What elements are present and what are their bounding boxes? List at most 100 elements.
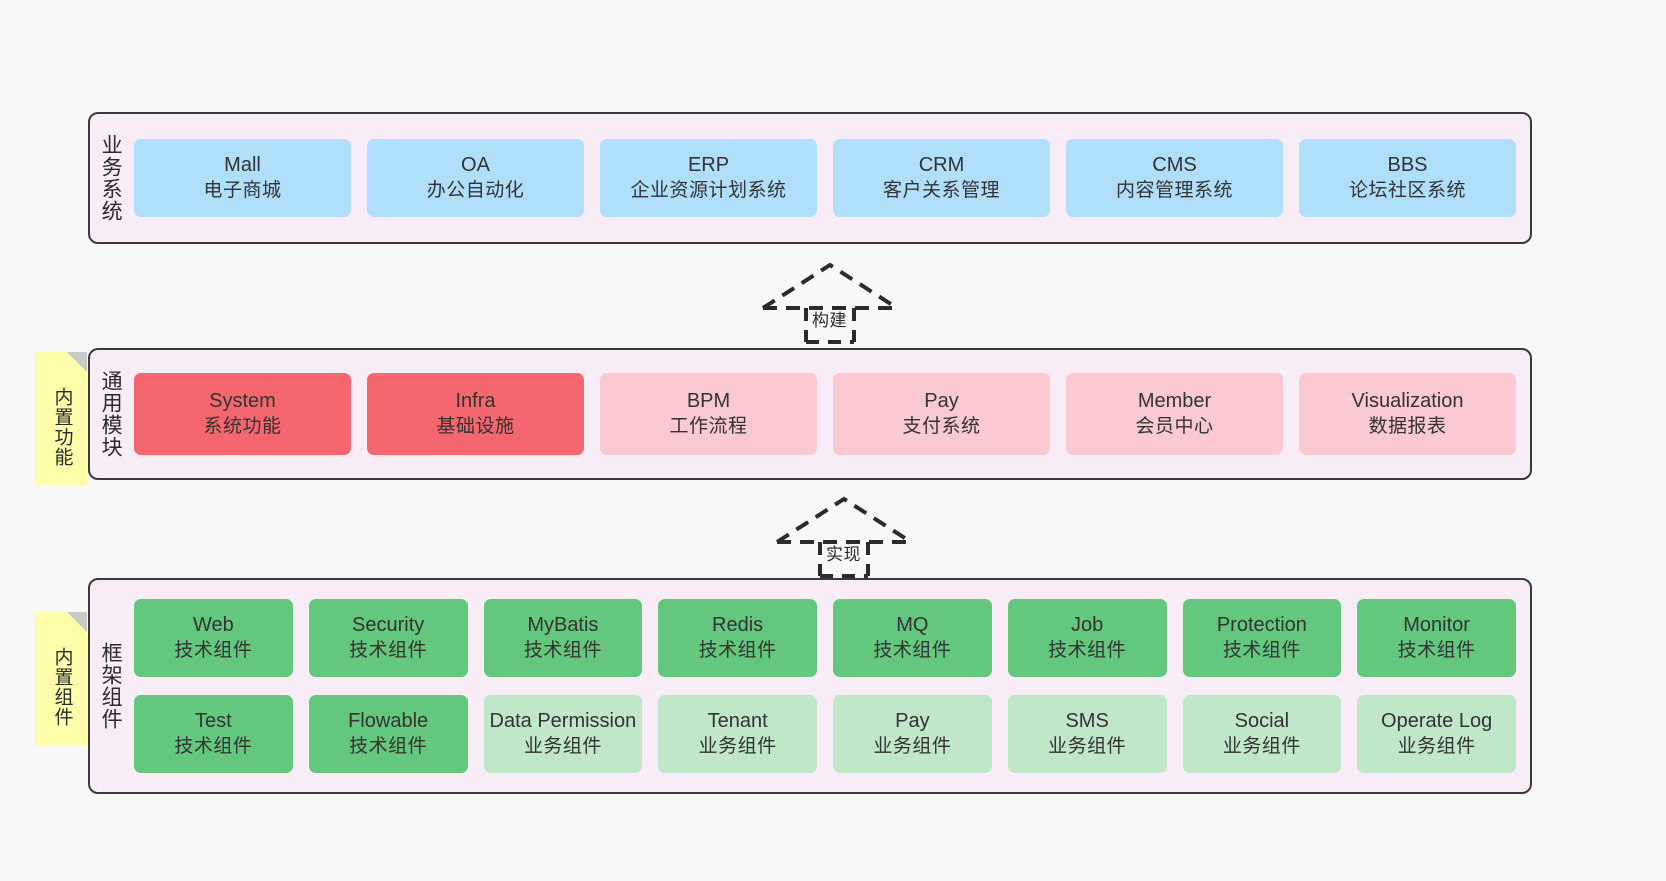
node-title-en: Security	[352, 614, 425, 637]
node-title-en: BBS	[1387, 154, 1428, 177]
node-operate-log[interactable]: Operate Log 业务组件	[1357, 695, 1516, 773]
node-row: Test 技术组件 Flowable 技术组件 Data Permission …	[134, 695, 1516, 773]
layer-body-business-system: Mall 电子商城 OA 办公自动化 ERP 企业资源计划系统 CRM 客户关系…	[130, 114, 1530, 242]
note-fold-corner-icon	[67, 352, 87, 372]
node-title-en: Data Permission	[489, 710, 637, 733]
node-redis[interactable]: Redis 技术组件	[658, 599, 817, 677]
node-social[interactable]: Social 业务组件	[1182, 695, 1342, 773]
node-tenant[interactable]: Tenant 业务组件	[658, 695, 817, 773]
node-flowable[interactable]: Flowable 技术组件	[308, 695, 468, 773]
node-title-en: BPM	[686, 390, 731, 413]
node-title-en: Flowable	[348, 710, 429, 733]
node-bbs[interactable]: BBS 论坛社区系统	[1299, 139, 1516, 217]
node-title-en: Tenant	[707, 710, 768, 733]
node-oa[interactable]: OA 办公自动化	[367, 139, 584, 217]
node-monitor[interactable]: Monitor 技术组件	[1357, 599, 1516, 677]
node-title-en: MyBatis	[527, 614, 599, 637]
layer-body-framework-component: Web 技术组件 Security 技术组件 MyBatis 技术组件 Redi…	[130, 580, 1530, 792]
node-title-cn: 技术组件	[174, 639, 253, 661]
node-title-en: ERP	[687, 154, 730, 177]
node-title-en: Pay	[924, 390, 959, 413]
node-mall[interactable]: Mall 电子商城	[134, 139, 351, 217]
layer-framework-component: 框架组件 Web 技术组件 Security 技术组件 MyBatis 技术组件…	[88, 578, 1532, 794]
node-mq[interactable]: MQ 技术组件	[833, 599, 992, 677]
node-title-en: Member	[1137, 390, 1212, 413]
node-protection[interactable]: Protection 技术组件	[1182, 599, 1342, 677]
node-title-cn: 技术组件	[1397, 639, 1476, 661]
node-title-cn: 基础设施	[436, 415, 515, 437]
node-title-cn: 内容管理系统	[1115, 179, 1233, 201]
note-label: 内置组件	[51, 647, 73, 727]
node-title-cn: 技术组件	[873, 639, 952, 661]
node-title-cn: 业务组件	[1397, 735, 1476, 757]
node-pay-component[interactable]: Pay 业务组件	[833, 695, 992, 773]
node-title-cn: 技术组件	[1222, 639, 1301, 661]
node-pay-module[interactable]: Pay 支付系统	[833, 373, 1050, 455]
note-builtin-function: 内置功能	[35, 352, 87, 486]
node-title-en: Test	[195, 710, 232, 733]
connector-implement-label: 实现	[826, 545, 861, 564]
node-mybatis[interactable]: MyBatis 技术组件	[483, 599, 643, 677]
layer-title-common-module: 通用模块	[99, 370, 123, 458]
node-crm[interactable]: CRM 客户关系管理	[833, 139, 1050, 217]
node-row: Web 技术组件 Security 技术组件 MyBatis 技术组件 Redi…	[134, 599, 1516, 677]
node-test[interactable]: Test 技术组件	[134, 695, 293, 773]
node-security[interactable]: Security 技术组件	[308, 599, 468, 677]
layer-business-system: 业务系统 Mall 电子商城 OA 办公自动化 ERP 企业资源计划系统 CRM…	[88, 112, 1532, 244]
node-title-en: Operate Log	[1381, 710, 1493, 733]
layer-title-framework-component: 框架组件	[99, 642, 123, 730]
node-visualization[interactable]: Visualization 数据报表	[1299, 373, 1516, 455]
node-title-cn: 业务组件	[1048, 735, 1127, 757]
connector-implement: 实现	[774, 496, 914, 578]
node-title-en: Redis	[712, 614, 764, 637]
node-title-en: Infra	[455, 390, 496, 413]
node-title-cn: 数据报表	[1368, 415, 1447, 437]
node-title-en: Web	[192, 614, 234, 637]
node-title-en: OA	[461, 154, 490, 177]
node-title-cn: 办公自动化	[426, 179, 525, 201]
layer-common-module: 通用模块 System 系统功能 Infra 基础设施 BPM 工作流程 Pay…	[88, 348, 1532, 480]
arrowhead-triangle	[775, 496, 913, 544]
node-title-en: Monitor	[1403, 614, 1470, 637]
node-infra[interactable]: Infra 基础设施	[367, 373, 584, 455]
note-fold-corner-icon	[67, 612, 87, 632]
node-title-cn: 会员中心	[1135, 415, 1214, 437]
node-title-cn: 客户关系管理	[882, 179, 1000, 201]
node-title-cn: 工作流程	[669, 415, 748, 437]
connector-build-label: 构建	[812, 311, 847, 330]
node-title-cn: 业务组件	[1222, 735, 1301, 757]
node-title-en: MQ	[896, 614, 929, 637]
node-erp[interactable]: ERP 企业资源计划系统	[600, 139, 817, 217]
node-sms[interactable]: SMS 业务组件	[1007, 695, 1167, 773]
node-title-en: Visualization	[1351, 390, 1464, 413]
node-title-en: Job	[1071, 614, 1104, 637]
layer-body-common-module: System 系统功能 Infra 基础设施 BPM 工作流程 Pay 支付系统…	[130, 350, 1530, 478]
node-title-cn: 电子商城	[203, 179, 282, 201]
node-title-cn: 技术组件	[698, 639, 777, 661]
node-title-cn: 支付系统	[902, 415, 981, 437]
node-title-en: Social	[1234, 710, 1290, 733]
node-data-permission[interactable]: Data Permission 业务组件	[483, 695, 643, 773]
node-title-cn: 企业资源计划系统	[630, 179, 787, 201]
node-cms[interactable]: CMS 内容管理系统	[1066, 139, 1283, 217]
node-system[interactable]: System 系统功能	[134, 373, 351, 455]
node-title-cn: 技术组件	[174, 735, 253, 757]
note-builtin-component: 内置组件	[35, 612, 87, 746]
node-title-en: Mall	[224, 154, 261, 177]
node-title-cn: 业务组件	[873, 735, 952, 757]
node-title-cn: 技术组件	[349, 735, 428, 757]
node-row: System 系统功能 Infra 基础设施 BPM 工作流程 Pay 支付系统…	[134, 373, 1516, 455]
node-bpm[interactable]: BPM 工作流程	[600, 373, 817, 455]
node-job[interactable]: Job 技术组件	[1007, 599, 1167, 677]
node-title-en: Pay	[895, 710, 930, 733]
connector-build-arrow-icon	[761, 262, 899, 344]
layer-title-business-system: 业务系统	[99, 134, 123, 222]
node-title-cn: 业务组件	[698, 735, 777, 757]
node-web[interactable]: Web 技术组件	[134, 599, 293, 677]
note-label: 内置功能	[51, 387, 73, 467]
connector-build: 构建	[760, 262, 900, 344]
node-title-cn: 技术组件	[523, 639, 602, 661]
connector-implement-arrow-icon	[775, 496, 913, 578]
node-member[interactable]: Member 会员中心	[1066, 373, 1283, 455]
